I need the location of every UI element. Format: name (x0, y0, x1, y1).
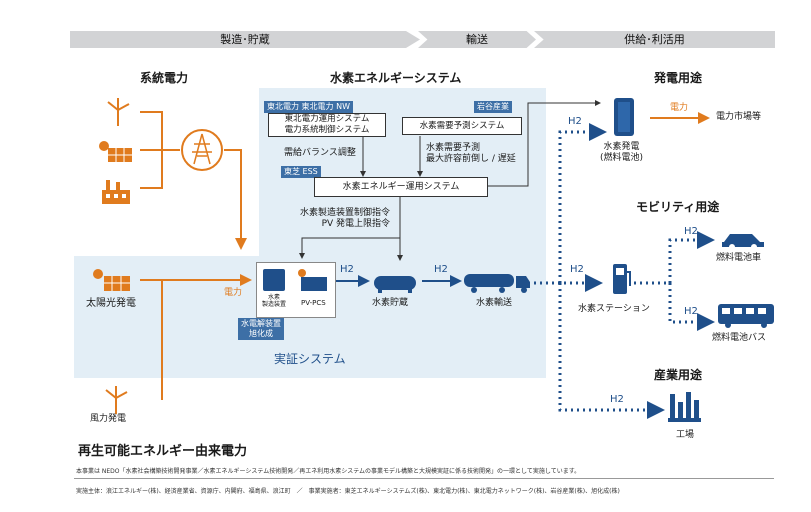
solar-label: 太陽光発電 (86, 298, 136, 309)
electricity-label-left: 電力 (224, 288, 243, 298)
stage-production: 製造･貯蔵 (70, 31, 420, 48)
control-command-label: 水素製造装置制御指令 PV 発電上限指令 (300, 208, 391, 229)
power-use-title: 発電用途 (654, 71, 703, 85)
h2-label: H2 (684, 226, 698, 237)
electricity-label-right: 電力 (670, 103, 689, 113)
footer-note: 本事業は NEDO「水素社会構築技術開発事業／水素エネルギーシステム技術開発／再… (76, 468, 581, 475)
fc-bus-label: 燃料電池バス (712, 333, 767, 343)
pv-pcs-label: PV-PCS (301, 299, 326, 307)
electrolyzer-label: 水素 製造装置 (261, 294, 286, 308)
solar-array-icon (90, 266, 134, 298)
industry-use-title: 産業用途 (654, 368, 703, 382)
demo-system-title: 実証システム (274, 352, 346, 366)
production-facility: 水素 製造装置 PV-PCS (256, 262, 336, 318)
supply-demand-label: 需給バランス調整 (284, 148, 356, 158)
h2-system-title: 水素エネルギーシステム (330, 71, 462, 85)
stage-transport: 輸送 (418, 31, 536, 48)
h2-storage-label: 水素貯蔵 (372, 298, 409, 308)
fcv-label: 燃料電池車 (716, 253, 762, 263)
factory-icon (666, 388, 702, 428)
iwatani-tag: 岩谷産業 (474, 101, 512, 113)
hems-box: 水素エネルギー運用システム (314, 177, 488, 197)
h2-label: H2 (434, 264, 448, 275)
mobility-use-title: モビリティ用途 (636, 200, 720, 214)
footer-credits: 実施主体：浪江エネルギー(株)、経済産業省、資源庁、内閣府、福島県、浪江町 ／ … (76, 488, 620, 495)
transmission-tower-icon (180, 128, 224, 176)
h2-label: H2 (610, 394, 624, 405)
power-market-label: 電力市場等 (716, 112, 762, 122)
factory-label: 工場 (676, 430, 695, 440)
wind-turbine-icon (100, 96, 136, 130)
solar-panel-icon (96, 138, 136, 170)
h2-transport-label: 水素輸送 (476, 298, 513, 308)
grid-power-title: 系統電力 (140, 71, 189, 85)
car-icon (720, 228, 766, 254)
wind-label: 風力発電 (90, 414, 127, 424)
bus-icon (716, 302, 776, 332)
h2-station-label: 水素ステーション (578, 304, 650, 314)
h2-label: H2 (570, 264, 584, 275)
footer-divider (74, 478, 774, 479)
renewable-power-title: 再生可能エネルギー由来電力 (78, 444, 248, 459)
demand-forecast-box: 水素需要予測システム (402, 117, 522, 135)
fc-power-label: 水素発電 (燃料電池) (600, 142, 644, 163)
electrolyzer-company-tag: 水電解装置 旭化成 (238, 318, 284, 340)
toshiba-tag: 東芝 ESS (281, 166, 321, 178)
wind-turbine-icon (98, 384, 134, 418)
tanker-truck-icon (462, 270, 532, 298)
h2-label: H2 (340, 264, 354, 275)
h2-label: H2 (568, 116, 582, 127)
storage-tank-icon (370, 272, 420, 298)
stage-supply: 供給･利活用 (534, 31, 775, 48)
tohoku-tag: 東北電力 東北電力 NW (264, 101, 353, 113)
forecast-note: 水素需要予測 最大許容前倒し / 遅延 (426, 143, 516, 164)
power-plant-icon (98, 176, 134, 210)
h2-station-icon (610, 262, 632, 300)
h2-label: H2 (684, 306, 698, 317)
tohoku-systems-box: 東北電力運用システム 電力系統制御システム (268, 113, 386, 137)
fuel-cell-icon (612, 96, 636, 142)
